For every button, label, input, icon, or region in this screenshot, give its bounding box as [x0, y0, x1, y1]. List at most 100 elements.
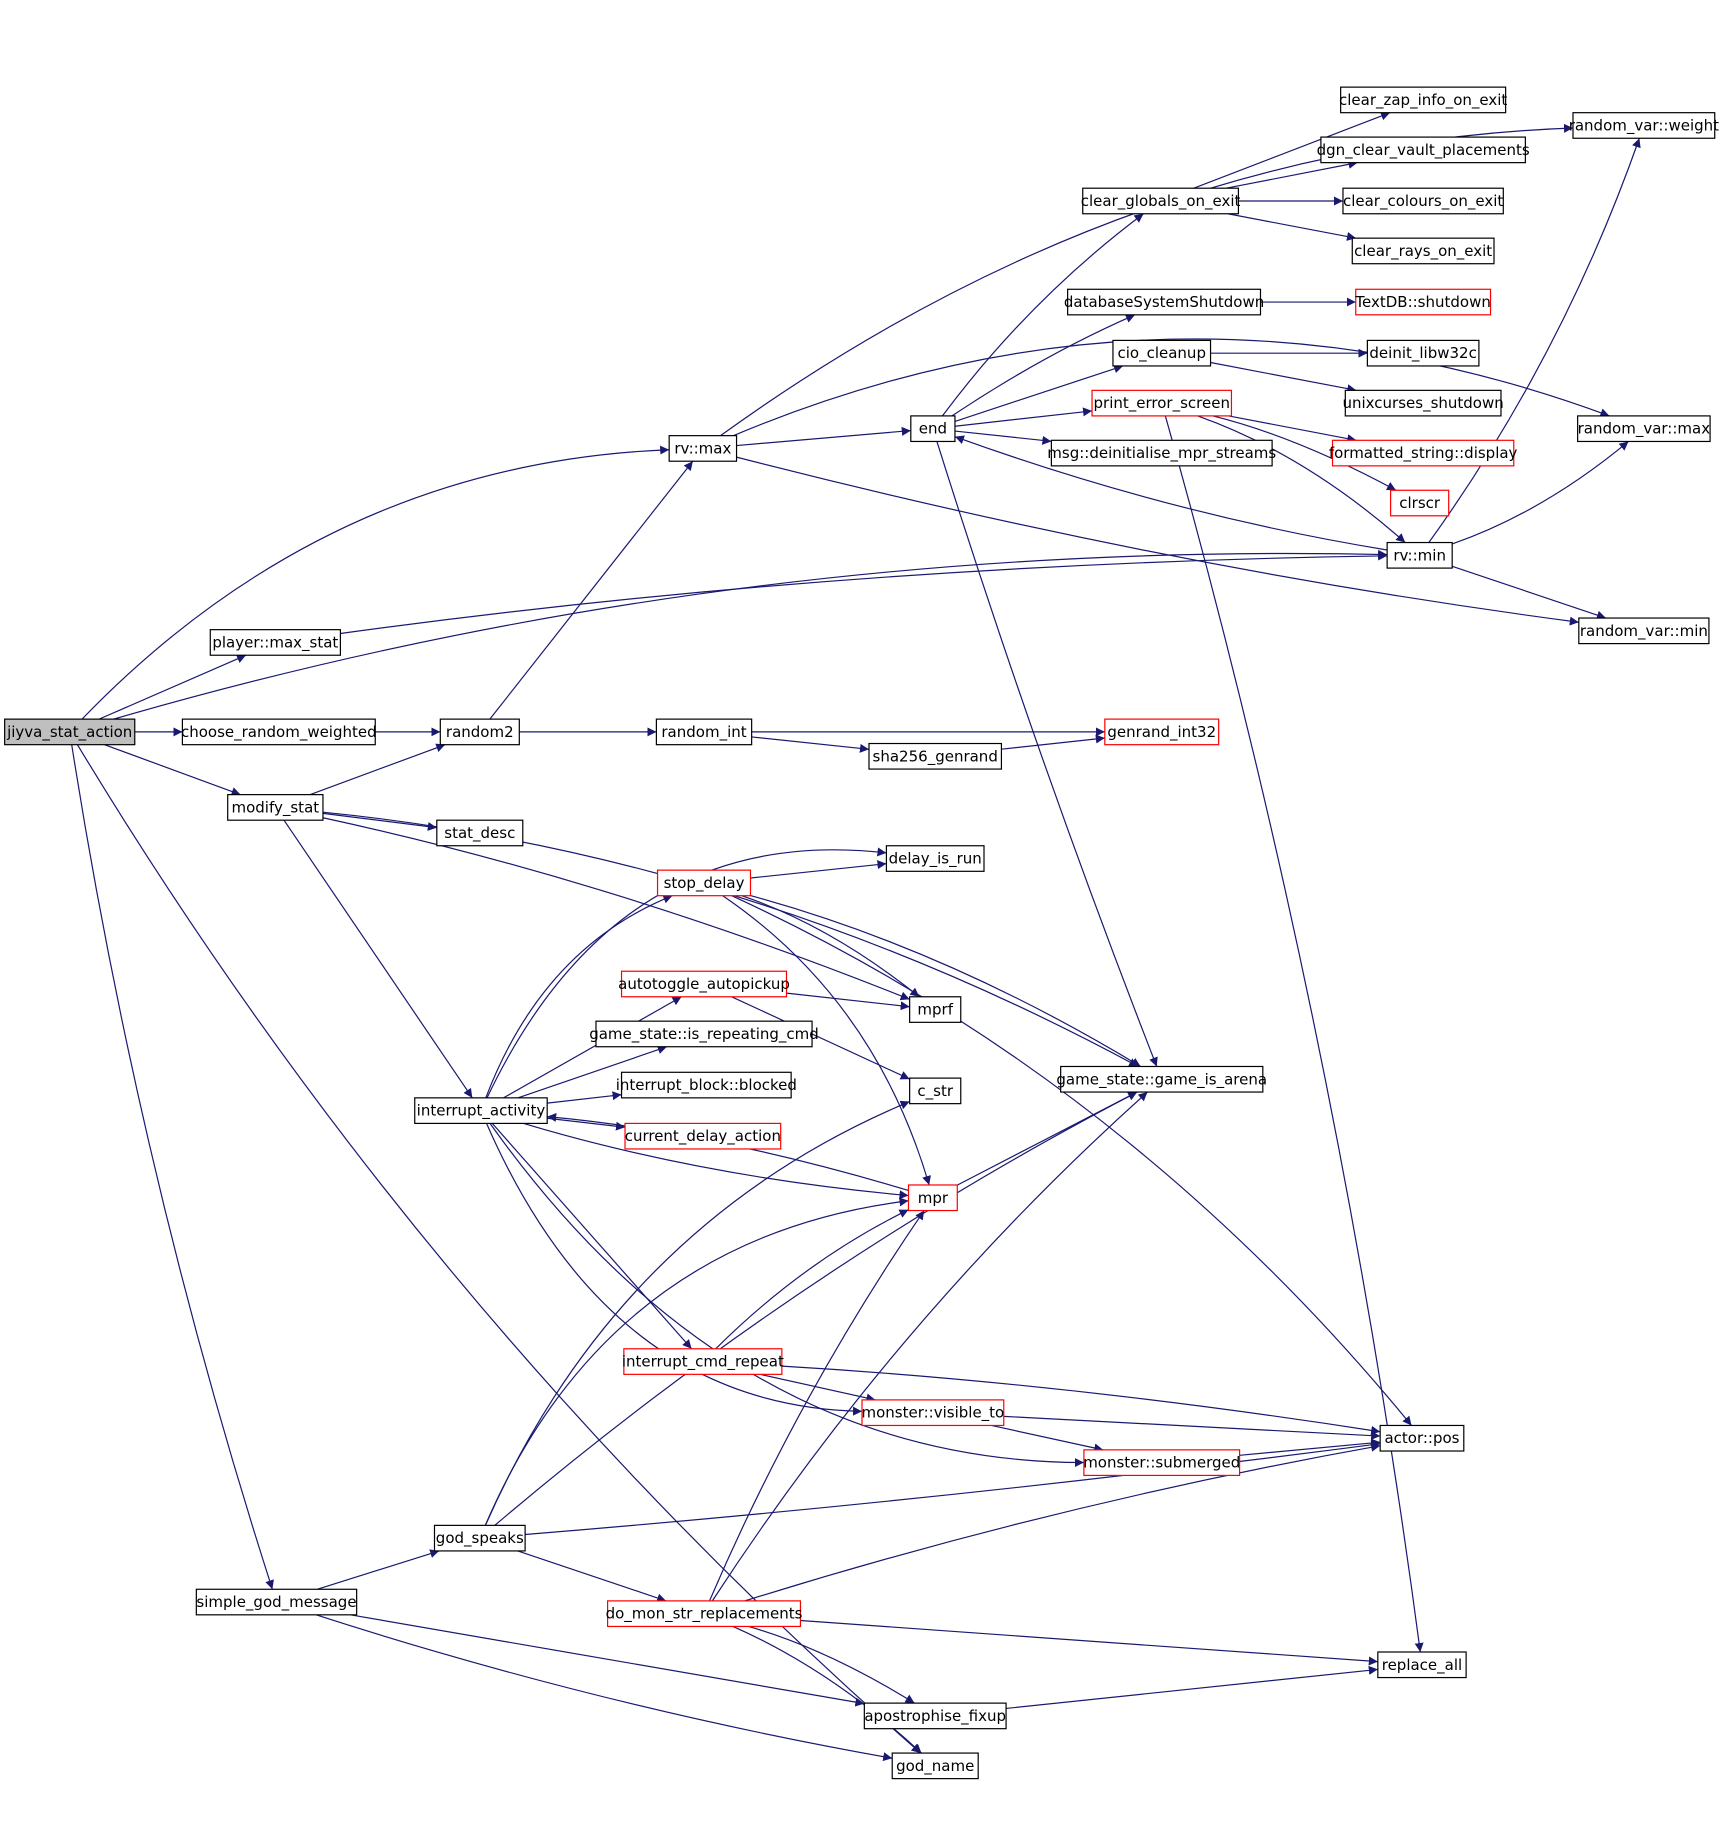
node-print-error-screen[interactable]: print_error_screen	[1091, 389, 1233, 417]
node-label: random_var::weight	[1569, 116, 1719, 135]
node-label: cio_cleanup	[1118, 344, 1206, 363]
node-player-max-stat[interactable]: player::max_stat	[209, 629, 341, 656]
node-actor-pos[interactable]: actor::pos	[1379, 1424, 1465, 1452]
edge-god_speaks-to-actor_pos	[525, 1440, 1381, 1536]
node-box	[1331, 439, 1515, 467]
node-mprf[interactable]: mprf	[909, 996, 962, 1023]
node-box	[595, 1020, 813, 1048]
node-god-speaks[interactable]: god_speaks	[433, 1524, 526, 1552]
node-monster-submerged[interactable]: monster::submerged	[1083, 1449, 1240, 1477]
node-choose-random-weighted[interactable]: choose_random_weighted	[181, 718, 377, 746]
node-label: random_var::max	[1578, 420, 1711, 439]
node-clrscr[interactable]: clrscr	[1390, 489, 1450, 517]
edge-random2-to-rv_max	[489, 460, 694, 720]
node-box	[436, 819, 524, 847]
node-clear-colours-on-exit[interactable]: clear_colours_on_exit	[1342, 187, 1504, 215]
node-mpr[interactable]: mpr	[907, 1184, 958, 1212]
node-label: random_var::min	[1580, 622, 1708, 641]
node-current-delay-action[interactable]: current_delay_action	[624, 1122, 782, 1150]
node-interrupt-cmd-repeat[interactable]: interrupt_cmd_repeat	[622, 1348, 784, 1375]
node-box	[1320, 136, 1526, 164]
node-label: rv::min	[1393, 546, 1446, 564]
node-rv-min[interactable]: rv::min	[1386, 541, 1453, 569]
edge-random_int-to-sha256_genrand	[751, 736, 870, 753]
edge-interrupt_cmd_repeat-to-mpr	[715, 1209, 909, 1350]
node-box	[1104, 718, 1220, 746]
node-delay-is-run[interactable]: delay_is_run	[885, 845, 985, 872]
node-box	[1390, 489, 1450, 517]
node-jiyva-stat-action[interactable]: jiyva_stat_action	[4, 718, 136, 746]
node-box	[1351, 237, 1495, 265]
node-sha256-genrand[interactable]: sha256_genrand	[868, 742, 1003, 770]
edge-rv_max-to-random_var_max	[733, 338, 1610, 437]
node-box	[861, 1399, 1005, 1427]
node-random2[interactable]: random2	[439, 718, 520, 746]
node-random-var-max[interactable]: random_var::max	[1577, 415, 1711, 443]
node-label: autotoggle_autopickup	[618, 975, 790, 994]
node-label: dgn_clear_vault_placements	[1317, 141, 1530, 160]
edge-rv_max-to-end	[736, 426, 911, 447]
node-modify-stat[interactable]: modify_stat	[227, 794, 324, 821]
node-autotoggle-autopickup[interactable]: autotoggle_autopickup	[618, 970, 790, 998]
node-label: sha256_genrand	[873, 747, 998, 766]
edge-jiyva_stat_action-to-simple_god_message	[71, 744, 274, 1590]
node-databaseSystemShutdown[interactable]: databaseSystemShutdown	[1064, 288, 1264, 316]
node-label: clear_zap_info_on_exit	[1339, 91, 1507, 110]
node-label: replace_all	[1382, 1656, 1462, 1675]
node-box	[1379, 1424, 1465, 1452]
edge-rv_min-to-end	[954, 435, 1388, 551]
edge-interrupt_activity-to-stop_delay	[485, 894, 673, 1099]
node-cio-cleanup[interactable]: cio_cleanup	[1112, 339, 1212, 367]
node-deinit-libw32c[interactable]: deinit_libw32c	[1366, 339, 1480, 367]
node-random-int[interactable]: random_int	[655, 718, 753, 746]
edge-interrupt_activity-to-monster_visible_to	[485, 1123, 863, 1416]
node-apostrophise-fixup[interactable]: apostrophise_fixup	[863, 1702, 1007, 1730]
edge-stop_delay-to-delay_is_run	[750, 860, 887, 879]
edge-sha256_genrand-to-genrand_int32	[1001, 734, 1105, 750]
node-dgn-clear-vault-placements[interactable]: dgn_clear_vault_placements	[1317, 136, 1530, 164]
node-do-mon-str-replacements[interactable]: do_mon_str_replacements	[606, 1600, 803, 1628]
node-box	[181, 718, 376, 746]
node-end[interactable]: end	[910, 415, 956, 443]
node-box	[907, 1184, 958, 1212]
node-label: mpr	[918, 1189, 949, 1207]
node-formatted-string-display[interactable]: formatted_string::display	[1329, 439, 1518, 467]
edge-clear_globals_on_exit-to-dgn_clear_vault_placements	[1226, 159, 1358, 189]
node-label: random2	[446, 723, 514, 741]
edge-rv_max-to-random_var_min	[736, 456, 1579, 626]
node-interrupt-block-blocked[interactable]: interrupt_block::blocked	[616, 1071, 797, 1099]
node-msg-deinitialise[interactable]: msg::deinitialise_mpr_streams	[1047, 439, 1276, 467]
node-label: clear_colours_on_exit	[1343, 192, 1503, 211]
edge-stop_delay-to-mpr	[722, 895, 931, 1186]
node-game-is-arena[interactable]: game_state::game_is_arena	[1056, 1065, 1267, 1093]
edge-cio_cleanup-to-unixcurses_shutdown	[1210, 361, 1357, 394]
edge-simple_god_message-to-god_speaks	[316, 1549, 440, 1590]
node-monster-visible-to[interactable]: monster::visible_to	[861, 1399, 1005, 1427]
node-random-var-weight[interactable]: random_var::weight	[1569, 112, 1719, 139]
node-box	[620, 1071, 792, 1099]
node-clear-zap-info-on-exit[interactable]: clear_zap_info_on_exit	[1339, 86, 1507, 114]
node-interrupt-activity[interactable]: interrupt_activity	[414, 1097, 548, 1125]
node-rv-max[interactable]: rv::max	[668, 435, 738, 462]
node-clear-globals-on-exit[interactable]: clear_globals_on_exit	[1081, 187, 1241, 215]
node-c-str[interactable]: c_str	[909, 1077, 962, 1105]
node-box	[195, 1588, 358, 1616]
edge-interrupt_cmd_repeat-to-monster_visible_to	[760, 1373, 876, 1403]
node-box	[1386, 541, 1453, 569]
node-clear-rays-on-exit[interactable]: clear_rays_on_exit	[1351, 237, 1495, 265]
node-box	[4, 718, 136, 746]
node-simple-god-message[interactable]: simple_god_message	[195, 1588, 358, 1616]
node-stat-desc[interactable]: stat_desc	[436, 819, 524, 847]
node-replace-all[interactable]: replace_all	[1377, 1651, 1467, 1679]
node-box	[227, 794, 324, 821]
node-label: delay_is_run	[889, 850, 982, 869]
node-label: databaseSystemShutdown	[1064, 293, 1264, 311]
node-genrand-int32[interactable]: genrand_int32	[1104, 718, 1220, 746]
node-textdb-shutdown[interactable]: TextDB::shutdown	[1354, 288, 1492, 316]
edge-god_speaks-to-mpr	[484, 1197, 909, 1526]
node-god-name[interactable]: god_name	[891, 1752, 979, 1780]
node-stop-delay[interactable]: stop_delay	[656, 869, 752, 897]
node-random-var-min[interactable]: random_var::min	[1578, 617, 1710, 645]
node-is-repeating-cmd[interactable]: game_state::is_repeating_cmd	[589, 1020, 819, 1048]
node-unixcurses-shutdown[interactable]: unixcurses_shutdown	[1343, 389, 1504, 417]
